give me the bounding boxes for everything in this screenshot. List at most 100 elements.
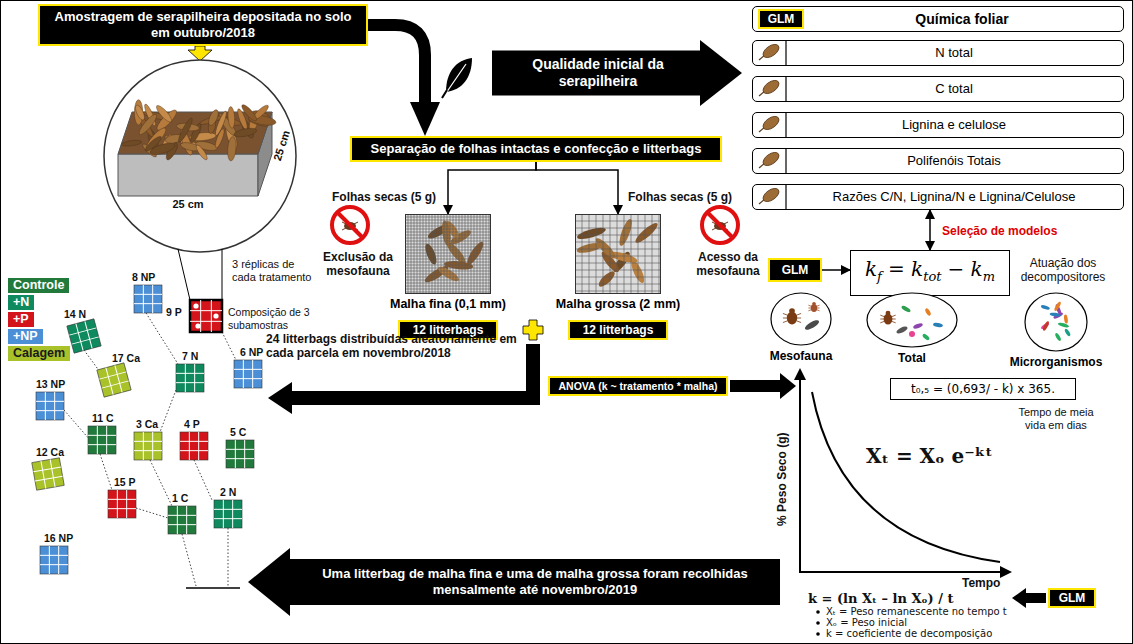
legend-swatch: +NP xyxy=(8,329,43,344)
subsample-dot xyxy=(195,323,200,328)
glm-arrow-part xyxy=(1012,588,1026,608)
line xyxy=(33,467,61,472)
shape xyxy=(811,304,817,312)
line xyxy=(97,426,98,454)
legend-swatch: +P xyxy=(8,312,34,327)
glm-tag: GLM xyxy=(768,258,822,282)
table-row: N total xyxy=(752,40,1124,66)
no-mesofauna-symbol xyxy=(332,207,368,243)
line xyxy=(226,458,254,459)
line xyxy=(406,241,490,242)
litterbag-mesh: Malha fina (0,1 mm) xyxy=(378,214,518,311)
subsample-dot xyxy=(193,303,198,308)
line xyxy=(152,432,153,460)
note: Atuação dos decompositores xyxy=(1014,256,1112,285)
line xyxy=(244,440,245,468)
plot-grid xyxy=(108,490,136,518)
line xyxy=(49,546,50,574)
line xyxy=(406,226,490,227)
line xyxy=(576,291,660,292)
line xyxy=(420,215,421,293)
plot-label: 12 Ca xyxy=(36,446,64,459)
line xyxy=(423,215,424,293)
decay-chart-part xyxy=(1000,566,1012,578)
shape xyxy=(789,308,795,313)
line xyxy=(474,215,475,293)
line xyxy=(88,435,116,436)
shape xyxy=(633,221,660,246)
shape xyxy=(149,141,177,157)
line xyxy=(194,460,212,500)
line xyxy=(406,244,490,245)
plot-grid xyxy=(234,360,262,388)
axis-label: Tempo xyxy=(962,576,1006,590)
line xyxy=(486,215,487,293)
line xyxy=(72,337,99,344)
plot-label: 8 NP xyxy=(132,271,155,284)
shape xyxy=(441,220,453,247)
anova-box: ANOVA (k ~ tratamento * malha) xyxy=(548,376,728,396)
node-text: Química foliar xyxy=(915,11,1008,28)
decay-chart-part xyxy=(794,368,806,380)
plot-square xyxy=(108,490,136,518)
line xyxy=(143,285,144,313)
line xyxy=(406,280,490,281)
node-text: Separação de folhas intactas e confecção… xyxy=(371,141,702,157)
line xyxy=(232,500,233,528)
shape xyxy=(812,302,816,305)
plot-square xyxy=(97,363,131,397)
plot-grid xyxy=(214,500,242,528)
anova-arrow xyxy=(730,373,796,399)
node-text: Microrganismos xyxy=(1000,355,1112,369)
node-text: Qualidade inicial da serapilheira xyxy=(506,56,690,90)
plus-sign-part xyxy=(523,320,543,340)
shape xyxy=(134,104,147,121)
mesh-frame xyxy=(576,215,661,294)
line xyxy=(576,242,660,243)
node-text: Uma litterbag de malha fina e uma de mal… xyxy=(306,566,764,598)
node-text: ANOVA (k ~ tratamento * malha) xyxy=(559,379,718,393)
line xyxy=(40,555,68,556)
glm-tag: GLM xyxy=(1048,588,1096,608)
line xyxy=(576,284,660,285)
plot-square xyxy=(168,506,196,534)
line xyxy=(414,215,415,293)
line xyxy=(35,476,63,481)
line xyxy=(483,215,484,293)
line xyxy=(576,235,660,236)
line xyxy=(808,310,811,311)
line xyxy=(438,215,439,293)
line xyxy=(200,300,201,332)
dimension-label: 25 cm xyxy=(166,198,210,211)
line xyxy=(880,321,884,323)
line xyxy=(160,390,176,432)
plot-square xyxy=(88,426,116,454)
plot-grid xyxy=(67,319,101,353)
plot-grid xyxy=(190,300,222,332)
line xyxy=(406,235,490,236)
line xyxy=(816,305,819,306)
line xyxy=(406,292,490,293)
table-header: Química foliarGLM xyxy=(752,6,1124,32)
no-mesofauna-symbol-part xyxy=(332,207,368,243)
shape xyxy=(227,136,237,161)
line xyxy=(880,315,884,317)
line xyxy=(645,215,646,293)
bullet-text: Xₜ = Peso remanescente no tempo t xyxy=(826,606,1036,618)
bullet-text: Xₒ = Peso inicial xyxy=(826,617,1036,629)
shape xyxy=(1053,301,1061,312)
plot-grid xyxy=(226,440,254,468)
line xyxy=(115,365,122,392)
flow-arrow xyxy=(368,25,425,118)
line xyxy=(36,410,64,411)
line xyxy=(468,215,469,293)
line xyxy=(406,238,490,239)
line xyxy=(152,285,153,313)
anova-arrow-part xyxy=(730,380,782,392)
anova-arrow-part xyxy=(780,373,796,399)
line xyxy=(69,328,96,335)
line xyxy=(406,283,490,284)
plot-label: 3 Ca xyxy=(136,418,158,431)
edge-label: Seleção de modelos xyxy=(940,224,1059,238)
plot-grid xyxy=(180,432,208,460)
